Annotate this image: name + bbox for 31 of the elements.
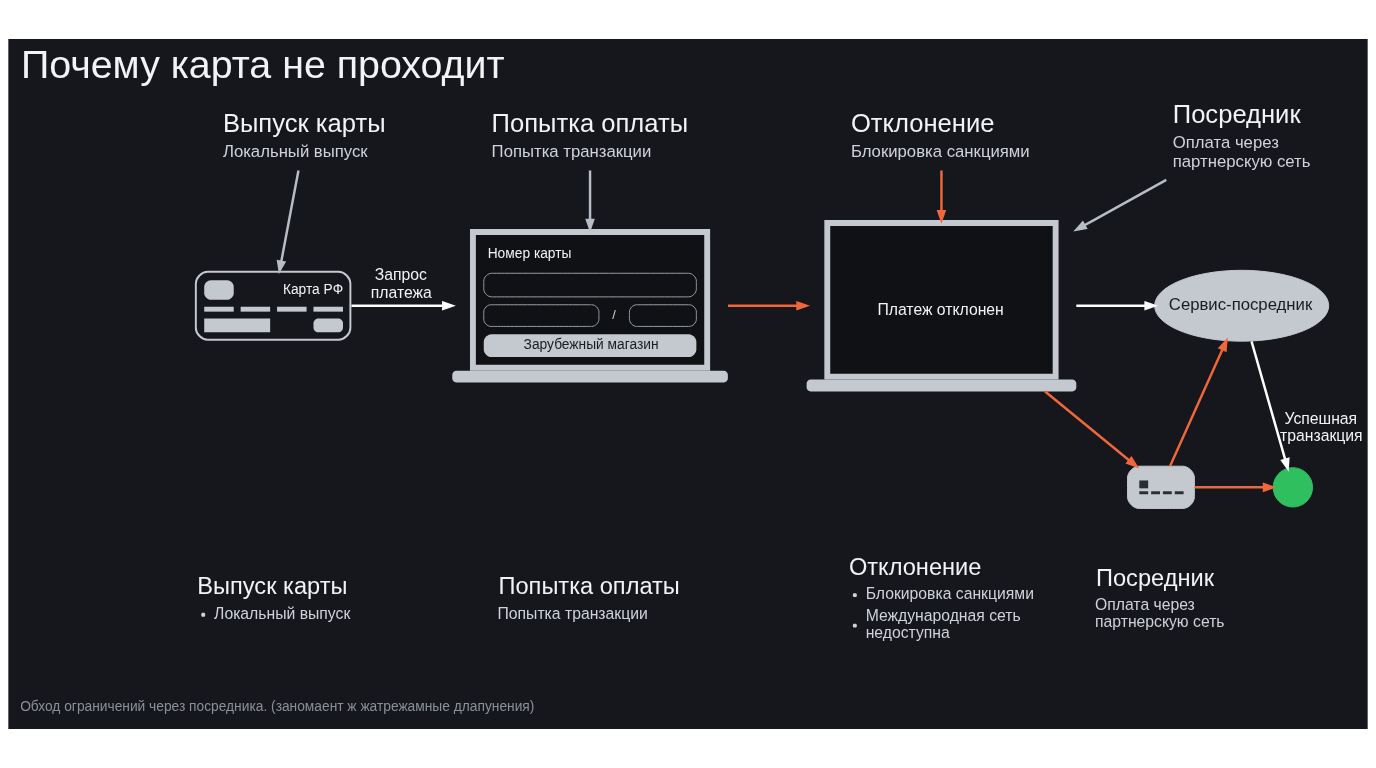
label: Отклонение	[848, 553, 982, 580]
arrow	[1073, 178, 1167, 232]
node-text: Отклонение Блокировка санкциями	[850, 108, 1030, 162]
arrow	[728, 300, 811, 311]
arrow	[1169, 337, 1228, 467]
arrow	[1194, 482, 1277, 493]
edge-label: Успешная транзакция	[1280, 409, 1363, 445]
arrow	[1044, 390, 1140, 469]
node-text: Выпуск карты Локальный выпуск	[222, 108, 386, 162]
edge-label: Запрос платежа	[370, 265, 432, 301]
label: Оплата через партнерскую сеть	[1095, 595, 1225, 631]
node-text: Попытка оплаты Попытка транзакции	[491, 108, 689, 162]
label: Локальный выпуск	[214, 604, 351, 622]
arrow	[1250, 341, 1290, 472]
arrow	[585, 170, 595, 233]
arrow	[936, 170, 947, 224]
label: Попытка оплаты	[498, 573, 680, 600]
node-box	[1127, 465, 1195, 509]
diagram-title: Почему карта не проходит	[20, 42, 505, 87]
node-circle	[1272, 467, 1314, 508]
arrow	[276, 170, 300, 275]
arrow	[351, 300, 456, 311]
label: Международная сеть недоступна	[865, 606, 1021, 642]
label: Выпуск карты	[197, 573, 348, 600]
node-ellipse: Сервис-посредник	[1154, 269, 1330, 342]
node-text: Посредник Оплата через партнерскую сеть	[1172, 99, 1311, 172]
arrow	[1076, 300, 1159, 311]
label: Попытка транзакции	[497, 604, 648, 622]
caption: Обход ограничений через посредника. (заномаент ж жатрежамные длапунения)	[20, 698, 535, 714]
label: Блокировка санкциями	[865, 584, 1034, 602]
label: Посредник	[1096, 564, 1214, 591]
